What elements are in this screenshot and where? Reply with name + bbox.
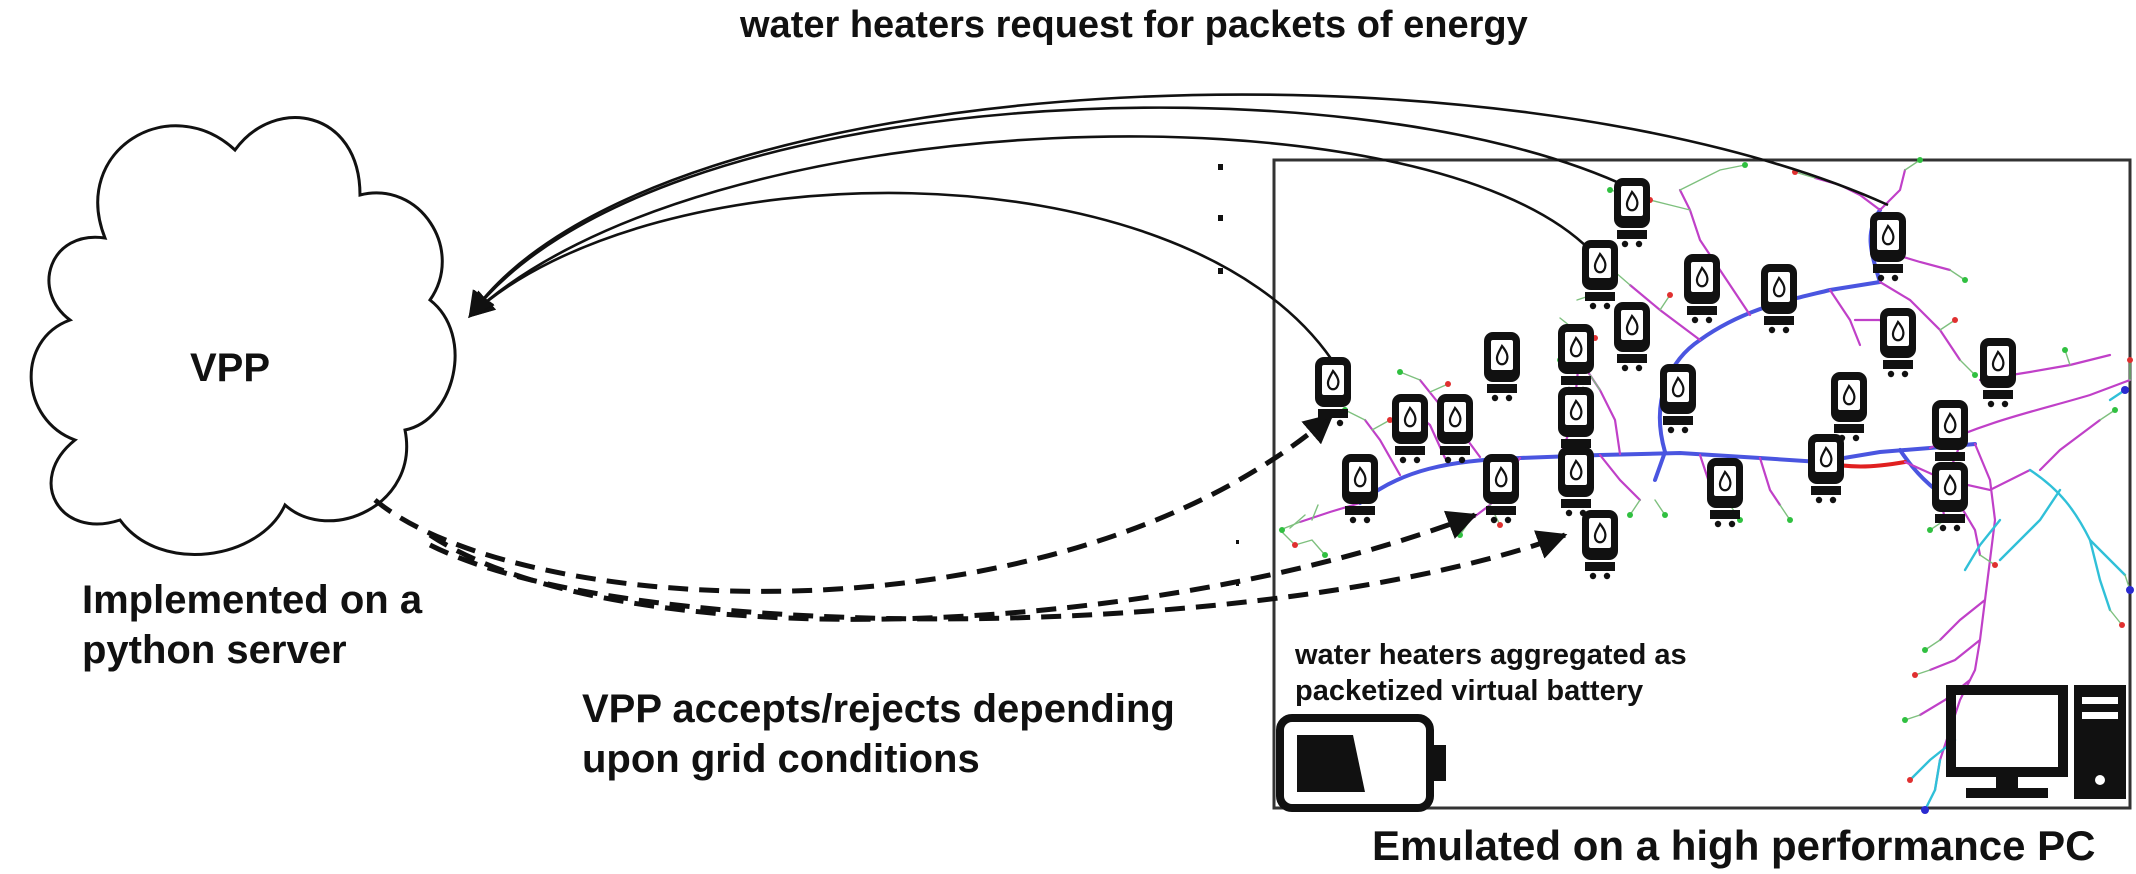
aggregation-caption-line2: packetized virtual battery [1295,675,1644,707]
water-heater-icon [1340,452,1380,525]
request-caption: water heaters request for packets of ene… [740,4,1528,46]
implementation-caption-line1: Implemented on a [82,578,423,622]
water-heater-group [1313,176,2018,581]
response-caption-line2: upon grid conditions [582,737,980,781]
water-heater-icon [1612,300,1652,373]
response-arrows [373,413,1568,622]
cloud-icon [29,116,457,557]
water-heater-icon [1806,432,1846,505]
water-heater-icon [1556,322,1596,395]
water-heater-icon [1481,452,1521,525]
water-heater-icon [1556,445,1596,518]
request-arrows [468,93,1889,361]
response-caption: VPP accepts/rejects depending upon grid … [582,684,1175,784]
implementation-caption: Implemented on a python server [82,575,422,675]
battery-icon [1276,714,1446,812]
water-heater-icon [1829,370,1869,443]
implementation-caption-line2: python server [82,628,347,672]
water-heater-icon [1658,362,1698,435]
response-caption-line1: VPP accepts/rejects depending [582,687,1175,731]
water-heater-icon [1878,306,1918,379]
water-heater-icon [1612,176,1652,249]
water-heater-icon [1556,385,1596,458]
water-heater-icon [1390,392,1430,465]
ellipsis-dots [1218,164,1239,586]
vpp-label: VPP [190,346,271,390]
water-heater-icon [1580,508,1620,581]
water-heater-icon [1482,330,1522,403]
water-heater-icon [1313,355,1353,428]
water-heater-icon [1705,456,1745,529]
water-heater-icon [1682,252,1722,325]
emulation-caption: Emulated on a high performance PC [1372,822,2096,869]
emulation-frame [1272,158,2132,810]
water-heater-icon [1435,392,1475,465]
aggregation-caption: water heaters aggregated as packetized v… [1295,637,1687,709]
water-heater-icon [1868,210,1908,283]
water-heater-icon [1930,398,1970,471]
water-heater-icon [1978,336,2018,409]
water-heater-icon [1930,460,1970,533]
water-heater-icon [1580,238,1620,311]
aggregation-caption-line1: water heaters aggregated as [1295,639,1687,671]
water-heater-icon [1759,262,1799,335]
desktop-computer-icon [1946,685,2126,799]
